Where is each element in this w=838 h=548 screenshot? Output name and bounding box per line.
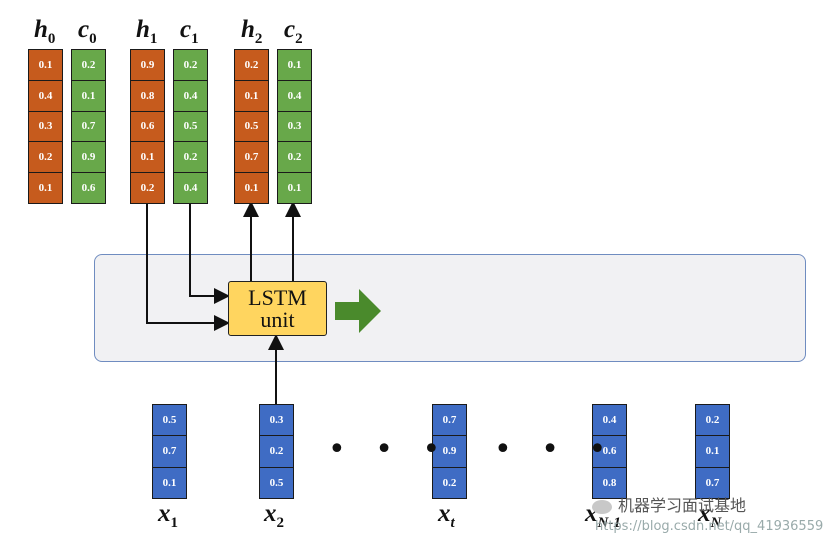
next-step-arrow	[335, 289, 381, 333]
c1-cell: 0.5	[174, 111, 207, 143]
xt-cell: 0.9	[433, 436, 466, 468]
h1-to-lstm-arrow	[146, 202, 230, 331]
c1-vector: 0.2 0.4 0.5 0.2 0.4	[173, 49, 208, 204]
c1-to-lstm-arrow	[189, 202, 230, 304]
c1-cell: 0.4	[174, 173, 207, 203]
xn-1-vector: 0.4 0.6 0.8	[592, 404, 627, 499]
h0-cell: 0.4	[29, 80, 62, 112]
c0-cell: 0.9	[72, 142, 105, 174]
h1-cell: 0.1	[131, 142, 164, 174]
c1-cell: 0.4	[174, 80, 207, 112]
lstm-unit-line1: LSTM	[248, 284, 307, 310]
label-xt: xt	[438, 500, 455, 531]
xn-vector: 0.2 0.1 0.7	[695, 404, 730, 499]
label-xn: xN	[698, 500, 722, 531]
label-h1: h1	[136, 16, 158, 47]
c2-cell: 0.4	[278, 80, 311, 112]
xt-cell: 0.2	[433, 467, 466, 498]
h2-cell: 0.1	[235, 80, 268, 112]
h0-cell: 0.1	[29, 173, 62, 203]
c0-cell: 0.6	[72, 173, 105, 203]
label-x2: x2	[264, 500, 284, 531]
unit-panel	[94, 254, 806, 362]
xt-vector: 0.7 0.9 0.2	[432, 404, 467, 499]
xn-1-cell: 0.4	[593, 405, 626, 437]
c2-cell: 0.3	[278, 111, 311, 143]
wechat-icon	[592, 499, 612, 514]
xn-cell: 0.2	[696, 405, 729, 437]
label-x1: x1	[158, 500, 178, 531]
x1-vector: 0.5 0.7 0.1	[152, 404, 187, 499]
xn-1-cell: 0.8	[593, 467, 626, 498]
h2-cell: 0.5	[235, 111, 268, 143]
h1-cell: 0.2	[131, 173, 164, 203]
x1-cell: 0.7	[153, 436, 186, 468]
h0-cell: 0.2	[29, 142, 62, 174]
h2-cell: 0.2	[235, 50, 268, 81]
xn-cell: 0.1	[696, 436, 729, 468]
c1-cell: 0.2	[174, 50, 207, 81]
x1-cell: 0.5	[153, 405, 186, 437]
c0-cell: 0.7	[72, 111, 105, 143]
h1-cell: 0.8	[131, 80, 164, 112]
label-h2: h2	[241, 16, 263, 47]
x2-cell: 0.3	[260, 405, 293, 437]
h2-cell: 0.1	[235, 173, 268, 203]
label-c0: c0	[78, 16, 97, 47]
h0-cell: 0.3	[29, 111, 62, 143]
c2-cell: 0.1	[278, 173, 311, 203]
h2-vector: 0.2 0.1 0.5 0.7 0.1	[234, 49, 269, 204]
xt-cell: 0.7	[433, 405, 466, 437]
h1-cell: 0.9	[131, 50, 164, 81]
watermark-text: 机器学习面试基地	[592, 492, 746, 516]
c2-cell: 0.1	[278, 50, 311, 81]
xn-1-cell: 0.6	[593, 436, 626, 468]
x2-cell: 0.2	[260, 436, 293, 468]
lstm-unit-line2: unit	[260, 306, 295, 332]
label-c2: c2	[284, 16, 303, 47]
lstm-unit-box: LSTM unit	[228, 281, 327, 336]
c0-cell: 0.1	[72, 80, 105, 112]
h0-vector: 0.1 0.4 0.3 0.2 0.1	[28, 49, 63, 204]
h1-vector: 0.9 0.8 0.6 0.1 0.2	[130, 49, 165, 204]
h1-cell: 0.6	[131, 111, 164, 143]
c1-cell: 0.2	[174, 142, 207, 174]
x2-vector: 0.3 0.2 0.5	[259, 404, 294, 499]
xn-cell: 0.7	[696, 467, 729, 498]
label-c1: c1	[180, 16, 199, 47]
watermark-url: https://blog.csdn.net/qq_41936559	[595, 519, 824, 534]
h0-cell: 0.1	[29, 50, 62, 81]
x1-cell: 0.1	[153, 467, 186, 498]
h2-cell: 0.7	[235, 142, 268, 174]
c0-cell: 0.2	[72, 50, 105, 81]
c2-vector: 0.1 0.4 0.3 0.2 0.1	[277, 49, 312, 204]
c2-cell: 0.2	[278, 142, 311, 174]
label-h0: h0	[34, 16, 56, 47]
ellipsis-right: • • •	[494, 432, 617, 467]
ellipsis-left: • • •	[328, 432, 451, 467]
c0-vector: 0.2 0.1 0.7 0.9 0.6	[71, 49, 106, 204]
x2-cell: 0.5	[260, 467, 293, 498]
